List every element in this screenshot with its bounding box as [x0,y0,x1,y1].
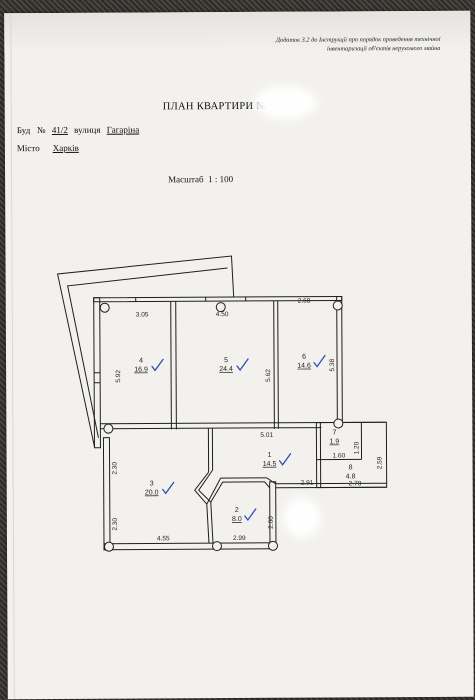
dim-2-00: 2.00 [268,516,275,529]
wall-4-5 [170,301,172,430]
dim-5-62: 5.62 [265,369,272,382]
room-6-check-icon [313,354,326,368]
room-3-check-icon [162,481,175,495]
node-n1 [215,302,226,313]
wall-4-5-b [175,301,177,430]
wall-5-6-b [277,300,279,429]
room-6-area: 14.6 [297,363,311,370]
wall-3-2-angled-b [198,469,214,544]
node-ne [332,300,343,311]
node-w1 [103,423,114,434]
dim-2-99: 2.99 [233,535,246,542]
dim-2-70: 2.70 [349,480,362,487]
room-1-number: 1 [268,452,272,459]
wall-8-south [275,482,387,485]
document-sheet: Додаток 3.2 до Інструкції про порядок пр… [4,10,474,700]
room-7-area: 1.9 [330,438,340,445]
wall-2-north [210,481,271,503]
dim-5-92: 5.92 [115,370,122,383]
floor-plan: 3.05 4.50 2.68 5.92 5.62 5.38 5.01 2.30 … [56,255,388,552]
room-5-number: 5 [224,357,228,364]
room-2-check-icon [244,508,257,522]
room-4-check-icon [151,358,164,372]
room-7-number: 7 [332,429,336,436]
room-3-area: 20.0 [145,489,159,496]
room-4-area: 16.9 [134,366,148,373]
bathroom-block [315,421,388,489]
south-east-wall [269,481,277,550]
dim-2-30-upper: 2.30 [112,462,119,475]
balcony-inner-line [67,267,228,438]
dim-1-60: 1.60 [333,452,346,459]
node-s1 [212,541,223,552]
dim-3-05: 3.05 [136,311,149,318]
south-wall [103,542,277,551]
dim-5-38: 5.38 [329,358,336,371]
node-nw [99,302,110,313]
wall-5-6 [273,300,275,429]
balcony-outline [56,255,235,447]
west-wall-lower [102,437,111,551]
room-8-area: 4.8 [346,473,356,480]
wall-3-2-angled [194,471,210,544]
dim-4-50: 4.50 [216,311,229,318]
dim-2-68: 2.68 [298,298,311,305]
redaction-blur-plan [282,497,321,538]
dim-1-20: 1.20 [353,441,360,454]
room-1-check-icon [278,453,292,466]
node-sw [104,541,115,552]
dim-2-59: 2.59 [377,456,384,469]
room-6-number: 6 [302,354,306,361]
node-se [267,540,278,551]
room-4-number: 4 [139,358,143,365]
room-8-number: 8 [349,464,353,471]
dim-4-55: 4.55 [157,535,170,542]
wall-corridor-north-b [100,427,322,430]
room-5-area: 24.4 [219,366,233,373]
room-1-area: 14.5 [263,461,277,468]
room-2-number: 2 [235,507,239,514]
room-2-area: 8.0 [232,516,242,523]
east-wall-upper [336,295,343,421]
dim-5-01: 5.01 [260,432,273,439]
room-5-check-icon [236,358,249,372]
room-3-number: 3 [150,480,154,487]
dim-2-91: 2.91 [301,480,314,487]
dim-2-30-lower: 2.30 [112,518,119,531]
wall-2-north-b [206,477,276,505]
node-e1 [333,418,344,429]
